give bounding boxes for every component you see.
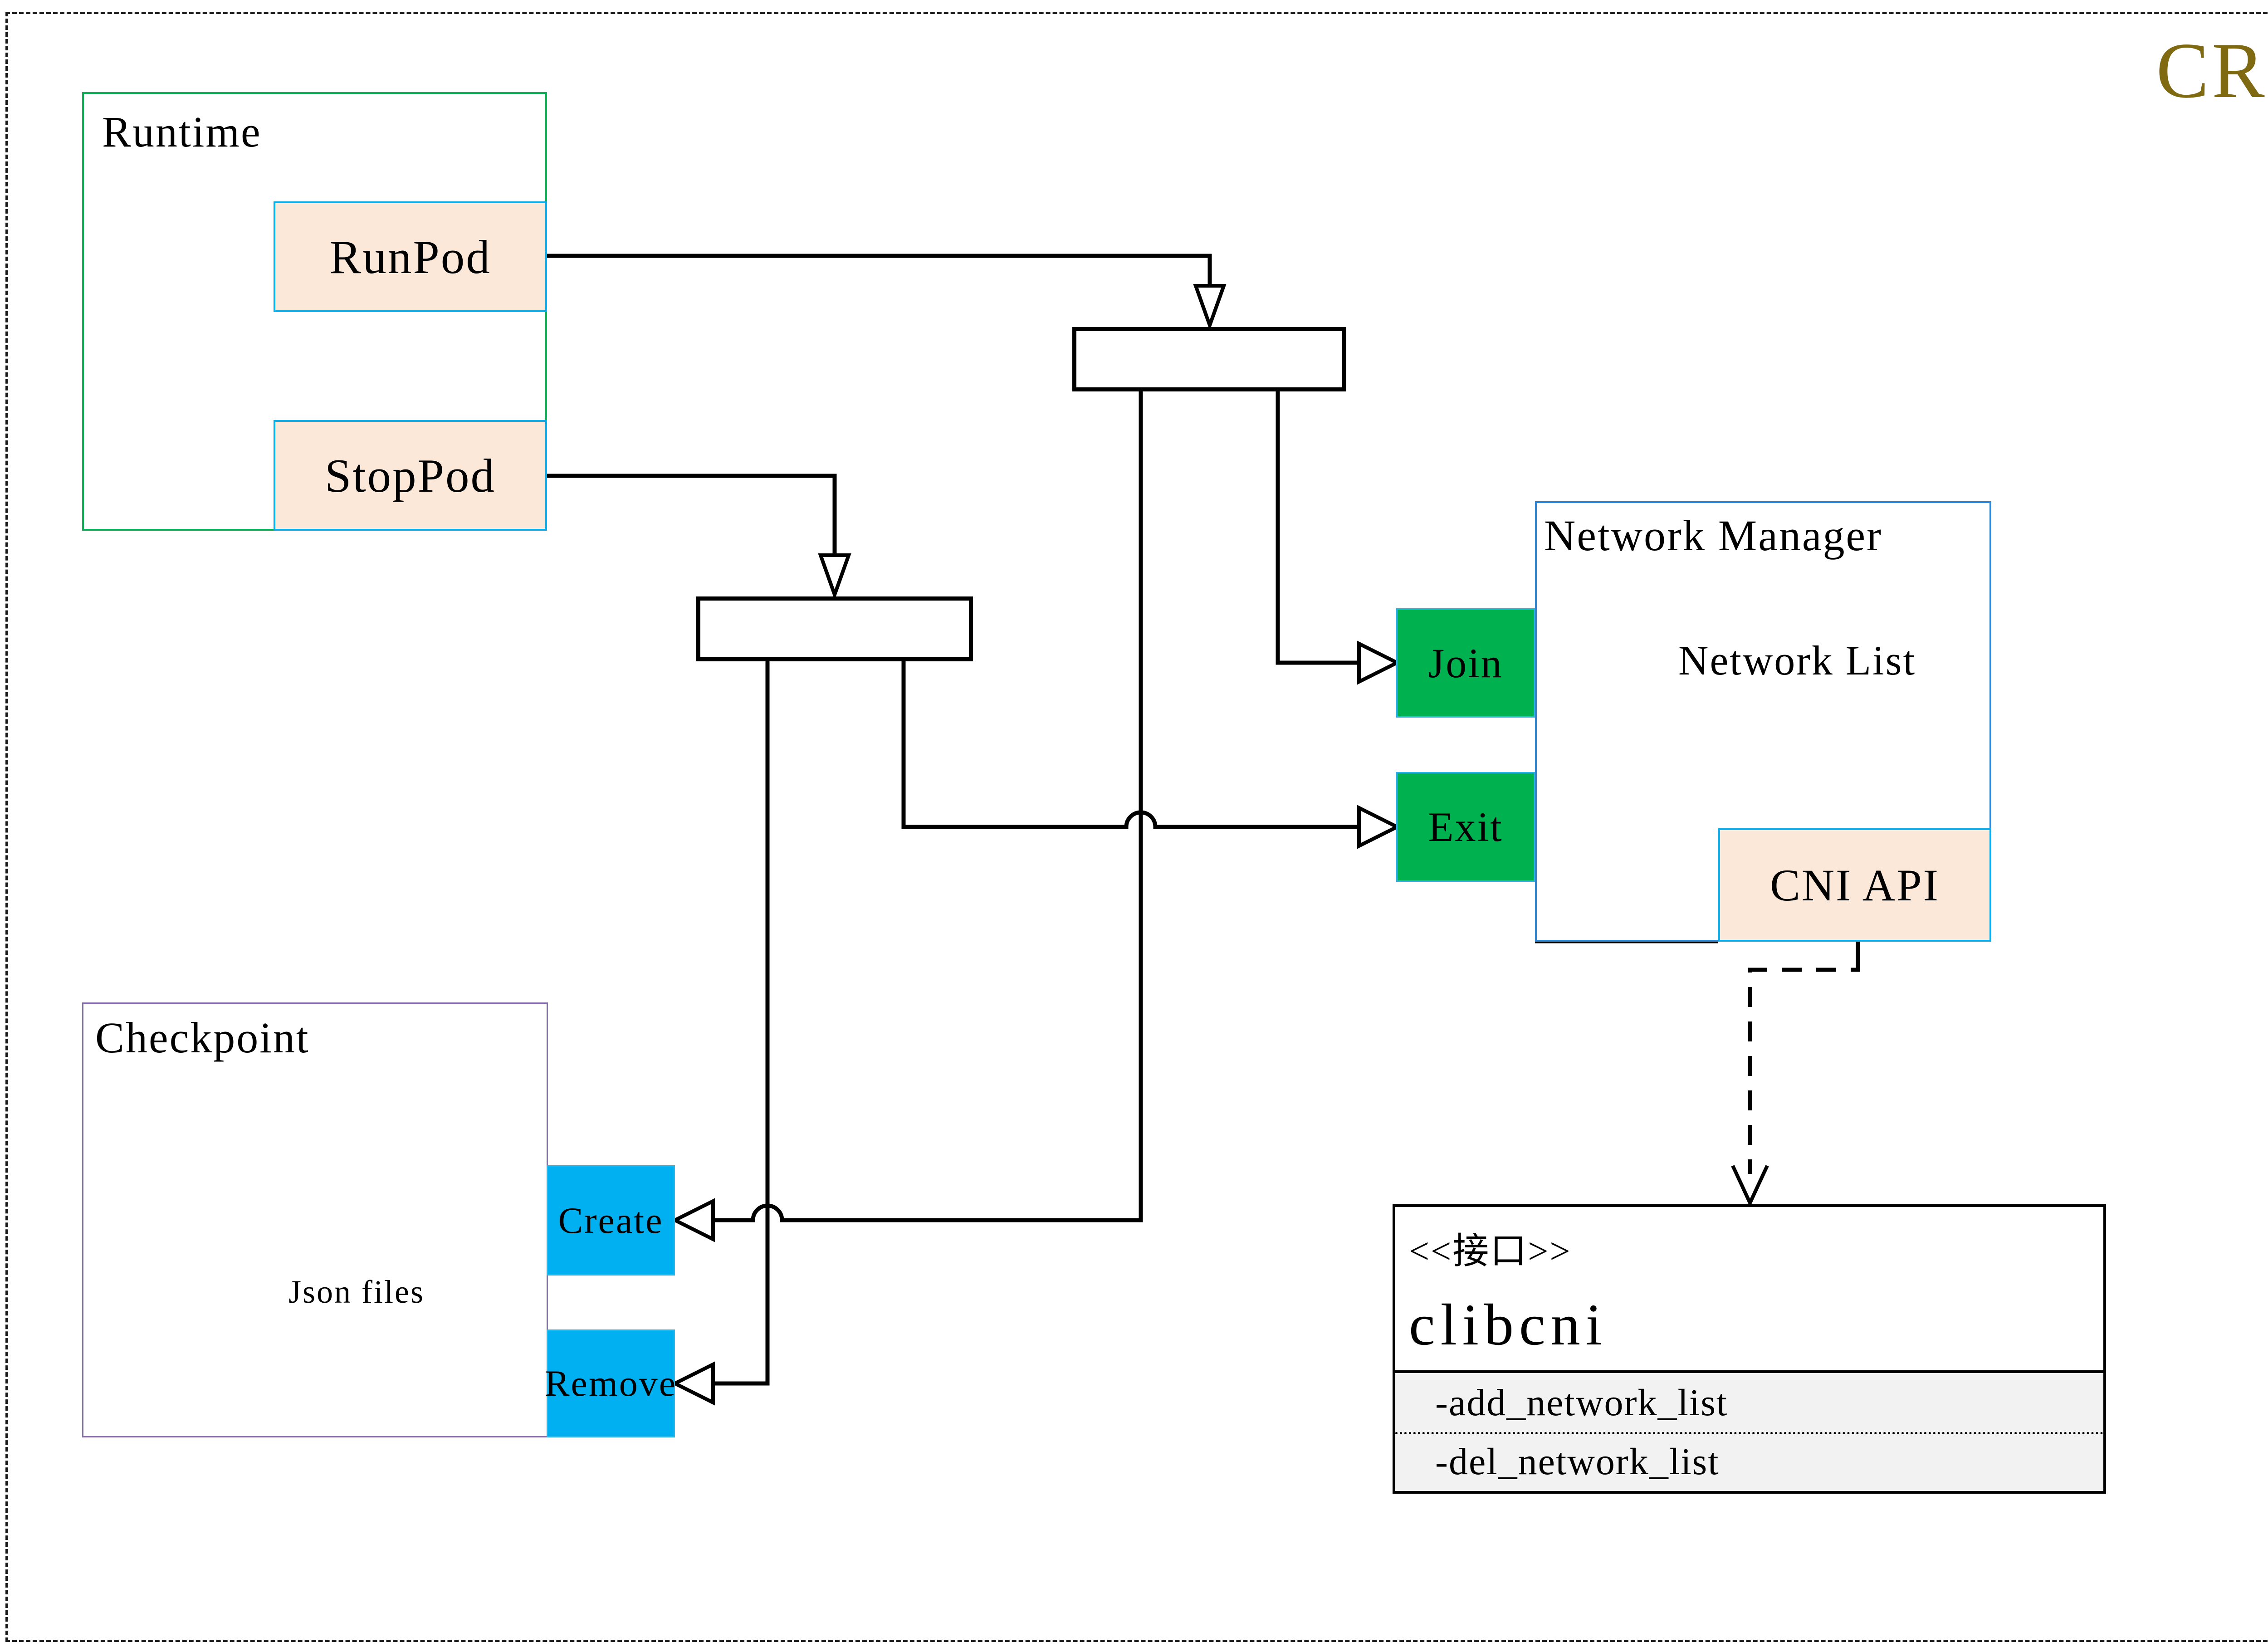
connector-junction2-to-exit <box>901 661 1358 829</box>
connector-stoppod-to-junction2 <box>547 474 837 554</box>
stoppod-label: StopPod <box>325 449 496 502</box>
clibcni-method-del: -del_network_list <box>1435 1440 1720 1483</box>
connector-junction1-to-create <box>714 391 1143 1222</box>
exit-label: Exit <box>1428 804 1503 850</box>
runtime-title: Runtime <box>102 108 262 156</box>
junction-box-runpod <box>1072 327 1346 391</box>
cni-api-label: CNI API <box>1770 860 1940 910</box>
stoppod-node: StopPod <box>274 420 547 531</box>
clibcni-name: clibcni <box>1409 1292 1608 1358</box>
connector-junction1-to-join <box>1276 391 1358 665</box>
remove-node: Remove <box>544 1329 677 1437</box>
clibcni-method-row: -del_network_list <box>1395 1432 2103 1491</box>
clibcni-stereotype: <<接口>> <box>1409 1232 1572 1271</box>
network-list-label: Network List <box>1678 637 1916 684</box>
outer-dashed-border <box>5 12 2268 1642</box>
json-files-label: Json files <box>288 1274 425 1310</box>
remove-label: Remove <box>544 1363 677 1404</box>
cni-api-node: CNI API <box>1718 828 1991 942</box>
arrowhead-down-junction1 <box>1193 284 1227 331</box>
arrowhead-open-clibcni <box>1731 1165 1769 1207</box>
cri-title: CRI <box>2156 26 2268 114</box>
arrowhead-right-join <box>1357 640 1401 685</box>
runpod-label: RunPod <box>329 230 491 283</box>
cni-dependency-dashed-line <box>1748 957 1860 1174</box>
arrowhead-down-junction2 <box>818 553 851 600</box>
network-manager-title: Network Manager <box>1544 511 1883 560</box>
checkpoint-container <box>82 1002 548 1437</box>
junction-box-stoppod <box>696 596 973 661</box>
clibcni-interface-class: <<接口>> clibcni -add_network_list -del_ne… <box>1393 1204 2106 1494</box>
connector-runpod-to-junction1 <box>547 254 1212 286</box>
arrowhead-left-create <box>671 1198 715 1242</box>
runpod-node: RunPod <box>274 201 547 312</box>
clibcni-method-row: -add_network_list <box>1395 1373 2103 1434</box>
exit-node: Exit <box>1396 772 1535 882</box>
join-label: Join <box>1428 640 1503 686</box>
create-label: Create <box>558 1199 664 1241</box>
checkpoint-title: Checkpoint <box>95 1013 310 1062</box>
connector-junction2-to-remove <box>714 661 770 1386</box>
join-node: Join <box>1396 608 1535 718</box>
arrowhead-left-remove <box>671 1361 715 1406</box>
clibcni-header: <<接口>> clibcni <box>1395 1207 2103 1370</box>
create-node: Create <box>547 1165 675 1276</box>
clibcni-methods-section: -add_network_list -del_network_list <box>1395 1370 2103 1491</box>
clibcni-method-add: -add_network_list <box>1435 1381 1728 1424</box>
arrowhead-right-exit <box>1357 805 1401 849</box>
